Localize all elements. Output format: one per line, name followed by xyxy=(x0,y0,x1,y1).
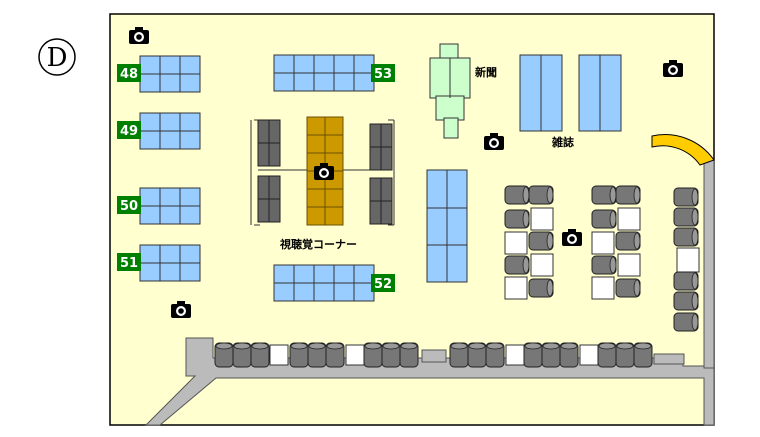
table xyxy=(676,247,700,273)
av-booth xyxy=(369,123,393,171)
seat xyxy=(449,342,469,368)
shelf-number-tag: 48 xyxy=(117,64,141,82)
seat xyxy=(673,312,699,332)
seat xyxy=(591,185,617,205)
shelf-number: 52 xyxy=(374,277,392,292)
shelf-number: 53 xyxy=(374,67,392,82)
shelf-number: 48 xyxy=(120,67,138,82)
shelf-number: 49 xyxy=(120,124,138,139)
table xyxy=(617,253,641,277)
magazine-racks xyxy=(519,54,622,132)
seat xyxy=(528,231,554,251)
shelf-number-tag: 49 xyxy=(117,121,141,139)
seat xyxy=(591,209,617,229)
seat xyxy=(528,185,554,205)
av-booth xyxy=(257,119,281,167)
table xyxy=(617,207,641,231)
camera-icon[interactable] xyxy=(171,301,191,318)
seat xyxy=(467,342,487,368)
av-booth xyxy=(257,175,281,223)
shelf-number-tag: 51 xyxy=(117,253,141,271)
seat xyxy=(504,185,530,205)
table xyxy=(530,207,554,231)
section-letter: D xyxy=(47,43,68,73)
seat xyxy=(381,342,401,368)
camera-icon[interactable] xyxy=(663,60,683,77)
seat xyxy=(214,342,234,368)
camera-icon[interactable] xyxy=(314,163,334,180)
seat xyxy=(673,271,699,291)
wall-pillars xyxy=(421,349,685,365)
seat xyxy=(541,342,561,368)
seat xyxy=(250,342,270,368)
shelf-number: 51 xyxy=(120,256,138,271)
seat xyxy=(528,278,554,298)
shelf-block xyxy=(139,244,201,282)
table xyxy=(591,276,615,300)
reading-table-cluster xyxy=(504,185,554,300)
wall-seating xyxy=(673,187,700,332)
seat xyxy=(307,342,327,368)
reading-table-cluster xyxy=(591,185,641,300)
shelf-number-tag: 50 xyxy=(117,196,141,214)
table xyxy=(269,344,289,366)
table xyxy=(579,344,599,366)
seat xyxy=(673,207,699,227)
seat xyxy=(615,231,641,251)
seat xyxy=(597,342,617,368)
shelf-number: 50 xyxy=(120,199,138,214)
section-badge: D xyxy=(38,38,76,76)
camera-icon[interactable] xyxy=(562,229,582,246)
shelf-block xyxy=(273,54,375,92)
table xyxy=(504,231,528,255)
seat xyxy=(633,342,653,368)
shelf-block xyxy=(139,112,201,150)
seat xyxy=(485,342,505,368)
seat xyxy=(615,185,641,205)
middle-shelf xyxy=(426,169,468,283)
seat xyxy=(615,342,635,368)
av-booth xyxy=(369,177,393,225)
shelf-block xyxy=(139,55,201,93)
curved-counter xyxy=(651,134,715,166)
seat xyxy=(504,255,530,275)
table xyxy=(505,344,525,366)
seat xyxy=(289,342,309,368)
seat xyxy=(363,342,383,368)
seat xyxy=(615,278,641,298)
av-table xyxy=(306,116,344,226)
shelf-number-tag: 52 xyxy=(371,274,395,292)
seat xyxy=(673,187,699,207)
av-corner-label: 視聴覚コーナー xyxy=(279,237,357,251)
camera-icon[interactable] xyxy=(484,133,504,150)
table xyxy=(530,253,554,277)
camera-icon[interactable] xyxy=(129,27,149,44)
table xyxy=(591,231,615,255)
seat xyxy=(325,342,345,368)
newspaper-label: 新聞 xyxy=(475,65,497,79)
shelf-number-tag: 53 xyxy=(371,64,395,82)
seat xyxy=(523,342,543,368)
seat xyxy=(399,342,419,368)
seat xyxy=(232,342,252,368)
shelf-block xyxy=(273,264,375,302)
newspaper-rack xyxy=(429,43,471,139)
shelf-block xyxy=(139,187,201,225)
seat xyxy=(591,255,617,275)
seat xyxy=(673,227,699,247)
table xyxy=(345,344,365,366)
av-corner xyxy=(250,116,395,226)
seat xyxy=(673,291,699,311)
magazine-label: 雑誌 xyxy=(551,135,574,149)
table xyxy=(504,276,528,300)
seat xyxy=(559,342,579,368)
seat xyxy=(504,209,530,229)
